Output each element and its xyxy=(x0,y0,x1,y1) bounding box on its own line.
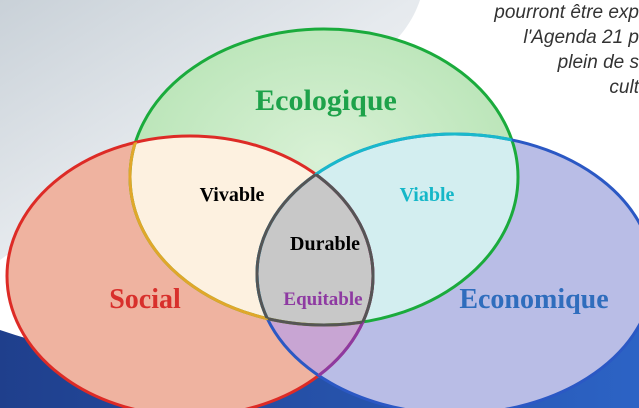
quote-line-4: cult xyxy=(609,77,639,98)
background-quote-text: pourront être exp l'Agenda 21 p plein de… xyxy=(299,0,639,100)
label-equitable: Equitable xyxy=(283,289,362,310)
boundary-durable-top xyxy=(257,136,373,327)
region-viable xyxy=(257,134,518,325)
quote-line-1: pourront être exp xyxy=(494,2,639,23)
label-vivable: Vivable xyxy=(200,184,265,206)
label-ecologique: Ecologique xyxy=(255,84,397,117)
boundary-durable-right xyxy=(255,136,373,325)
quote-line-2: l'Agenda 21 p xyxy=(523,27,639,48)
label-social: Social xyxy=(109,284,181,315)
quote-line-3: plein de s xyxy=(557,52,639,73)
label-durable: Durable xyxy=(290,233,360,255)
label-viable: Viable xyxy=(400,184,455,206)
label-economique: Economique xyxy=(459,284,608,315)
boundary-durable-left xyxy=(257,134,375,325)
